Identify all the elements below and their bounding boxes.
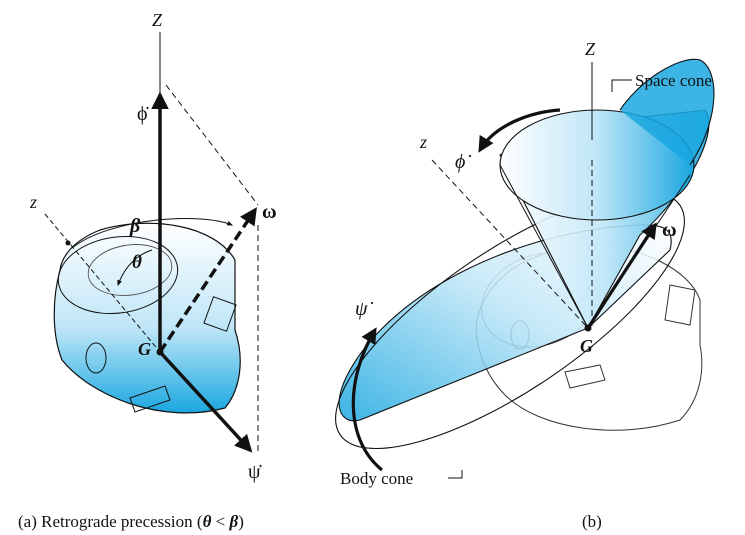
body-cone-label: Body cone — [340, 469, 413, 488]
phi-dot-arrow-b — [478, 108, 561, 153]
z-body-axis-a — [44, 213, 161, 353]
psi-dot-vector-a — [158, 350, 253, 453]
omega-label-b: ω — [662, 219, 677, 241]
dashed-guide-1 — [165, 84, 259, 206]
z-body-axis-b — [431, 159, 589, 329]
space-cone-side-left — [499, 164, 589, 329]
axis-Z-label-a: Z — [152, 10, 163, 30]
g-point-b — [584, 324, 592, 332]
beta-arc — [71, 218, 234, 249]
psi-dot-arrow-b — [351, 327, 384, 472]
g-point-a — [156, 348, 164, 356]
axis-Z-label-b: Z — [585, 39, 596, 59]
omega-label-a: ω — [262, 201, 277, 223]
beta-label: β — [129, 215, 141, 237]
omega-vector-b — [586, 222, 657, 329]
space-cone-label: Space cone — [635, 71, 712, 90]
g-label-a: G — [138, 339, 151, 359]
space-cone-far-rim — [619, 58, 715, 166]
g-label-b: G — [580, 336, 593, 356]
caption-b: (b) — [582, 512, 602, 531]
body-cone-rim — [335, 190, 685, 450]
panel-a: Z z ϕ̇ ω ψ̇ β θ — [18, 10, 277, 531]
space-cone-leader — [611, 79, 632, 92]
z-axis-dot-a — [65, 240, 71, 246]
theta-label: θ — [132, 252, 142, 273]
axis-z-label-b: z — [419, 132, 427, 152]
axis-z-label-a: z — [29, 192, 37, 212]
phi-dot-label-b: ϕ̇ — [455, 151, 471, 173]
psi-dot-label-a: ψ̇ — [248, 461, 263, 483]
spinning-body-a — [53, 222, 241, 414]
phi-dot-label-a: ϕ̇ — [137, 103, 150, 125]
omega-vector-a — [158, 207, 257, 353]
caption-a: (a) Retrograde precession (θ < β) — [18, 512, 244, 531]
panel-b: Z z ϕ̇ ψ̇ ω G Space cone Body cone (b) — [335, 39, 715, 531]
theta-arc — [117, 249, 153, 287]
psi-dot-label-b: ψ̇ — [355, 298, 373, 320]
body-cone-leader — [448, 470, 463, 479]
